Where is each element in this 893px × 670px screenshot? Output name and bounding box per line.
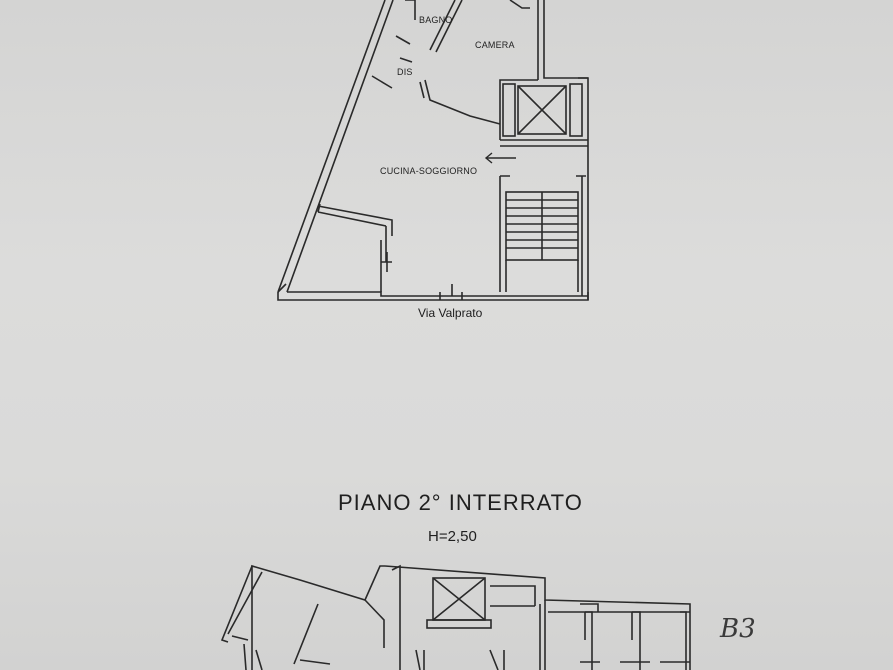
cucina-partition [317, 205, 393, 236]
unit-tag-handwritten: B3 [720, 614, 756, 644]
floor-title: PIANO 2° INTERRATO [338, 490, 583, 515]
bathroom-wall [429, 0, 463, 53]
staircase [505, 191, 579, 261]
floor-height: H=2,50 [428, 528, 477, 545]
room-label-dis: DIS [397, 67, 413, 77]
room-label-camera: CAMERA [475, 40, 515, 50]
elevator-shaft [517, 85, 567, 135]
room-label-bagno: BAGNO [419, 15, 453, 25]
slanted-wall [277, 0, 394, 293]
room-label-cucina-soggiorno: CUCINA-SOGGIORNO [380, 166, 478, 176]
street-label: Via Valprato [418, 306, 483, 320]
right-wall [578, 77, 589, 300]
entry-arrow [484, 152, 516, 164]
